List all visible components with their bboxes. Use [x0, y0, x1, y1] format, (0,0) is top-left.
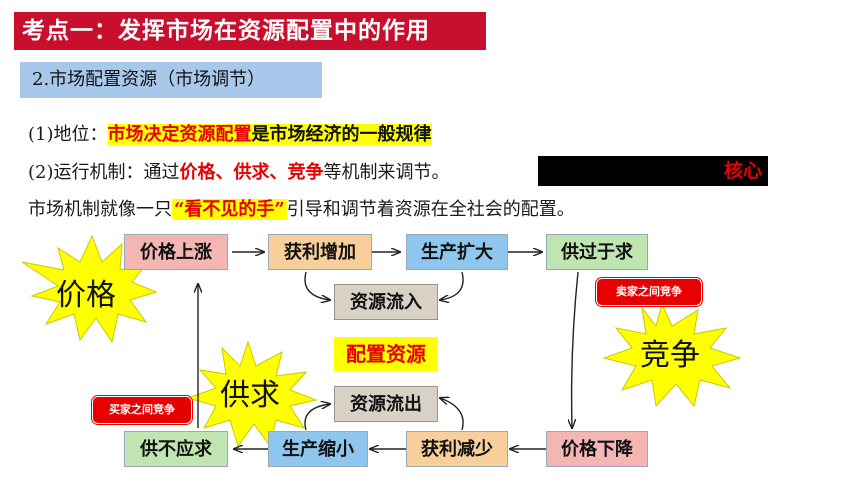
- box-price-up: 价格上涨: [124, 234, 228, 270]
- position-line: (1)地位：市场决定资源配置是市场经济的一般规律: [28, 120, 432, 146]
- mechanism-price: 价格: [179, 162, 216, 183]
- box-resource-in: 资源流入: [334, 284, 438, 320]
- mechanism-rest: 等机制来调节。: [323, 162, 450, 183]
- mechanism-sep2: 、: [269, 162, 288, 183]
- mechanism-sep1: 、: [215, 162, 234, 183]
- box-production-expand: 生产扩大: [406, 234, 508, 270]
- position-prefix: (1)地位：: [28, 124, 108, 145]
- box-short-supply: 供不应求: [124, 431, 228, 467]
- badge-seller-competition: 卖家之间竞争: [596, 278, 702, 306]
- invisible-hand-line: 市场机制就像一只“看不见的手”引导和调节着资源在全社会的配置。: [28, 195, 575, 221]
- burst-competition: [602, 302, 742, 408]
- mechanism-competition: 竞争: [287, 162, 324, 183]
- box-profit-up: 获利增加: [268, 234, 372, 270]
- box-price-down: 价格下降: [546, 431, 648, 467]
- core-label: 核心: [723, 160, 762, 182]
- box-supply-exceeds: 供过于求: [546, 234, 648, 270]
- box-resource-out: 资源流出: [334, 386, 438, 422]
- badge-buyer-competition: 买家之间竞争: [92, 396, 192, 424]
- burst-label-competition: 竞争: [640, 338, 700, 373]
- page-title: 考点一：发挥市场在资源配置中的作用: [14, 12, 486, 50]
- position-rest: 是市场经济的一般规律: [251, 124, 432, 145]
- box-profit-down: 获利减少: [406, 431, 508, 467]
- burst-label-price: 价格: [56, 278, 116, 313]
- section-subtitle: 2.市场配置资源（市场调节）: [20, 62, 322, 98]
- hand-quote: “看不见的手”: [172, 199, 287, 220]
- hand-prefix: 市场机制就像一只: [28, 199, 172, 220]
- burst-label-supply: 供求: [220, 378, 280, 413]
- mechanism-prefix: (2)运行机制：通过: [28, 162, 180, 183]
- core-bar: 核心: [538, 156, 768, 186]
- mechanism-supply: 供求: [233, 162, 270, 183]
- box-production-shrink: 生产缩小: [268, 431, 368, 467]
- burst-supply: [186, 340, 318, 448]
- mechanism-line: (2)运行机制：通过价格、供求、竞争等机制来调节。: [28, 158, 450, 184]
- hand-rest: 引导和调节着资源在全社会的配置。: [286, 199, 575, 220]
- center-allocate-resources: 配置资源: [334, 337, 438, 371]
- position-highlight: 市场决定资源配置: [107, 124, 252, 145]
